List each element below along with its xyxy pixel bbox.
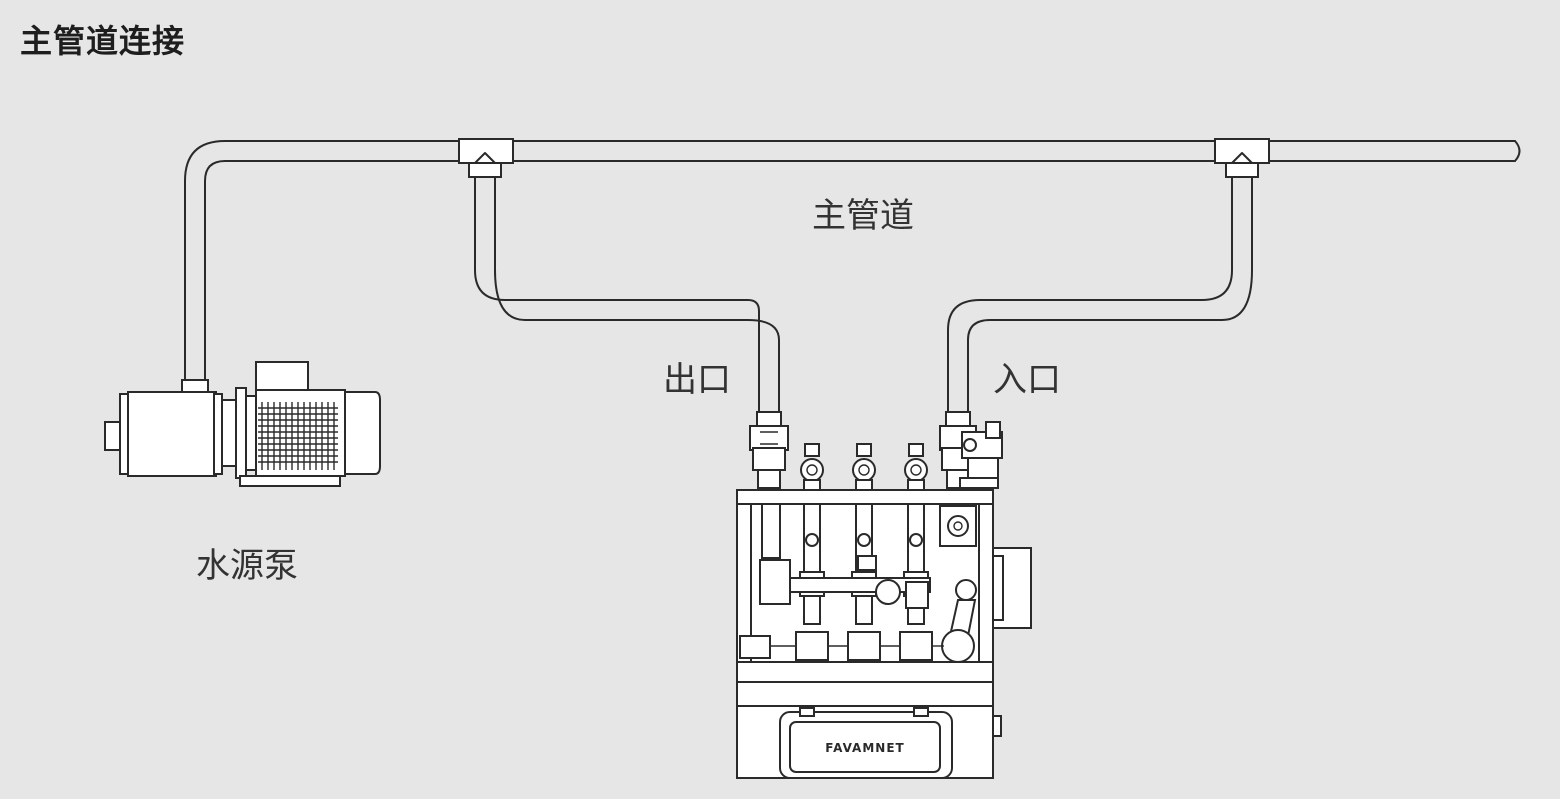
inlet-label: 入口 [993, 360, 1061, 400]
tee-fitting-2 [1214, 138, 1270, 178]
machine-base: FAVAMNET [736, 681, 1002, 779]
brand-logo: FAVAMNET [825, 741, 904, 755]
dosing-channel-3-top [904, 443, 928, 493]
outlet-label: 出口 [663, 360, 731, 400]
inner-piping [739, 503, 977, 663]
main-pipe [184, 140, 1521, 381]
tee-fitting-1 [458, 138, 514, 178]
inlet-union-fitting [939, 411, 1003, 489]
dosing-channel-1-top [800, 443, 824, 493]
water-pump [104, 361, 381, 487]
main-pipe-label: 主管道 [812, 196, 914, 236]
dosing-channel-2-top [852, 443, 876, 493]
outlet-branch-pipe [474, 176, 780, 413]
water-pump-label: 水源泵 [196, 546, 298, 586]
page-title: 主管道连接 [20, 22, 186, 60]
outlet-union-fitting [749, 411, 789, 489]
inlet-branch-pipe [947, 176, 1253, 413]
